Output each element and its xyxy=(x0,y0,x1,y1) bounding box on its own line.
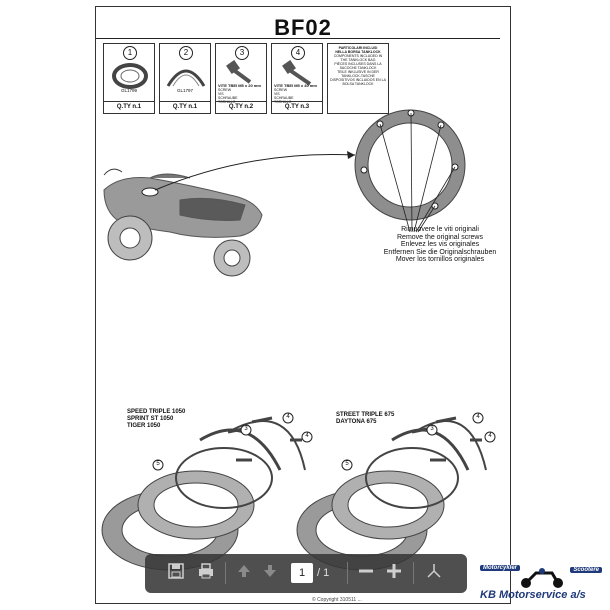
desc-line: SCHRAUBE xyxy=(218,96,238,100)
desc-line: TORNILLO xyxy=(218,100,236,104)
ring-gl1797-icon xyxy=(166,69,206,87)
instruction-line: Entfernen Sie die Originalschrauben xyxy=(383,248,497,256)
note-line: SACOCHE TANKLOCK xyxy=(339,66,377,70)
models-right: STREET TRIPLE 675 DAYTONA 675 xyxy=(336,412,394,426)
model-name: STREET TRIPLE 675 xyxy=(336,412,395,418)
note-line: TEILE INKLUSIVE IN DER xyxy=(337,70,379,74)
desc-line: TORNILLO xyxy=(274,100,292,104)
callout-label: 3 xyxy=(244,426,248,432)
desc-line: VIS xyxy=(218,92,224,96)
model-name: SPEED TRIPLE 1050 xyxy=(127,409,186,415)
part-number: 1 xyxy=(123,46,137,60)
logo-tag: Motorcykler xyxy=(480,565,521,571)
note-line: TANKLOCK-TASCHE xyxy=(341,74,375,78)
note-line: PARTICOLARI INCLUSI xyxy=(338,46,378,50)
logo-tag: Scootere xyxy=(570,567,602,573)
arrow-down-icon[interactable] xyxy=(259,562,281,584)
desc-line: SCREW xyxy=(218,88,232,92)
page-total: / 1 xyxy=(317,567,330,579)
note-line: PIÈCES INCLUSES DANS LA xyxy=(334,62,382,66)
arrow-up-icon[interactable] xyxy=(233,562,255,584)
model-name: SPRINT ST 1050 xyxy=(127,416,174,422)
copyright-text: © Copyright 310511 ... xyxy=(312,597,362,603)
exploded-view-right xyxy=(296,416,487,571)
part-number: 2 xyxy=(179,46,193,60)
motorcycle-illustration xyxy=(103,168,263,277)
part-qty: Q.TY n.2 xyxy=(216,101,266,113)
tank-flange-illustration xyxy=(354,109,466,233)
model-name: TIGER 1050 xyxy=(127,423,161,429)
part-qty: Q.TY n.1 xyxy=(104,101,154,113)
zoom-out-icon[interactable] xyxy=(355,562,377,584)
toolbar-divider xyxy=(347,562,348,584)
note-line: NELLA BORSA TANKLOCK xyxy=(335,50,381,54)
toolbar-divider xyxy=(225,562,226,584)
callout-label: 4 xyxy=(476,414,480,420)
part-code: GL1799 xyxy=(120,88,137,93)
part-3: 3 VITE TBEI M5 x 20 mm SCREW VIS SCHRAUB… xyxy=(215,43,267,114)
desc-line: VIS xyxy=(274,92,280,96)
document-title: BF02 xyxy=(274,15,332,40)
part-desc: VITE TBEI M5 x 20 mm SCREW VIS SCHRAUBE … xyxy=(218,83,266,105)
parts-table: 1 GL1799 Q.TY n.1 2 GL1797 Q.TY n.1 3 VI… xyxy=(103,43,499,114)
part-1: 1 GL1799 Q.TY n.1 xyxy=(103,43,155,114)
part-code: VITE TBEI M5 x 40 mm xyxy=(274,83,317,88)
motorcycle-logo-icon xyxy=(521,568,563,588)
part-code: VITE TBEI M5 x 20 mm xyxy=(218,83,261,88)
part-2: 2 GL1797 Q.TY n.1 xyxy=(159,43,211,114)
part-qty: Q.TY n.3 xyxy=(272,101,322,113)
zoom-in-icon[interactable] xyxy=(383,562,405,584)
part-number: 4 xyxy=(291,46,305,60)
logo-brand: KB Motorservice a/s xyxy=(480,589,586,601)
models-left: SPEED TRIPLE 1050 SPRINT ST 1050 TIGER 1… xyxy=(127,409,185,430)
part-4: 4 VITE TBEI M5 x 40 mm SCREW VIS SCHRAUB… xyxy=(271,43,323,114)
instruction-line: Remove the original screws xyxy=(397,233,483,241)
callout-label: 4 xyxy=(286,414,290,420)
screw-icon xyxy=(226,60,252,84)
desc-line: SCHRAUBE xyxy=(274,96,294,100)
instruction-line: Rimuovere le viti originali xyxy=(401,226,479,233)
note-line: BOLSA TANKLOCK xyxy=(342,82,374,86)
print-icon[interactable] xyxy=(195,562,217,584)
included-parts-note: PARTICOLARI INCLUSI NELLA BORSA TANKLOCK… xyxy=(327,43,389,114)
callout-label: 4 xyxy=(488,433,492,439)
part-desc: VITE TBEI M5 x 40 mm SCREW VIS SCHRAUBE … xyxy=(274,83,322,105)
exploded-view-left xyxy=(101,416,306,571)
note-line: DISPOSITIVOS INCLUIDOS EN LA xyxy=(330,78,386,82)
screw-icon xyxy=(282,60,312,86)
kb-motorservice-logo: Motorcykler Scootere KB Motorservice a/s xyxy=(478,565,604,605)
pdf-toolbar: 1 / 1 xyxy=(145,554,467,593)
callout-arrow xyxy=(154,153,356,191)
note-line: THE TANKLOCK BAG xyxy=(340,58,376,62)
save-icon[interactable] xyxy=(165,562,187,584)
part-code: GL1797 xyxy=(176,88,193,93)
model-name: DAYTONA 675 xyxy=(336,419,377,425)
toolbar-divider xyxy=(413,562,414,584)
callout-label: 3 xyxy=(430,426,434,432)
instruction-line: Mover los tornillos originales xyxy=(395,256,485,263)
ring-gl1799-icon xyxy=(112,63,148,89)
callout-label: 4 xyxy=(305,433,309,439)
remove-screws-instructions: Rimuovere le viti originali Remove the o… xyxy=(376,226,504,282)
part-qty: Q.TY n.1 xyxy=(160,101,210,113)
callout-label: 5 xyxy=(156,461,160,467)
page-number-input[interactable]: 1 xyxy=(291,563,313,583)
desc-line: SCREW xyxy=(274,88,288,92)
note-line: COMPONENTS INCLUDED IN xyxy=(333,54,383,58)
part-number: 3 xyxy=(235,46,249,60)
callout-label: 5 xyxy=(345,461,349,467)
title-divider xyxy=(96,38,500,39)
sign-icon[interactable] xyxy=(423,562,445,584)
instruction-line: Enlevez les vis originales xyxy=(400,241,480,248)
